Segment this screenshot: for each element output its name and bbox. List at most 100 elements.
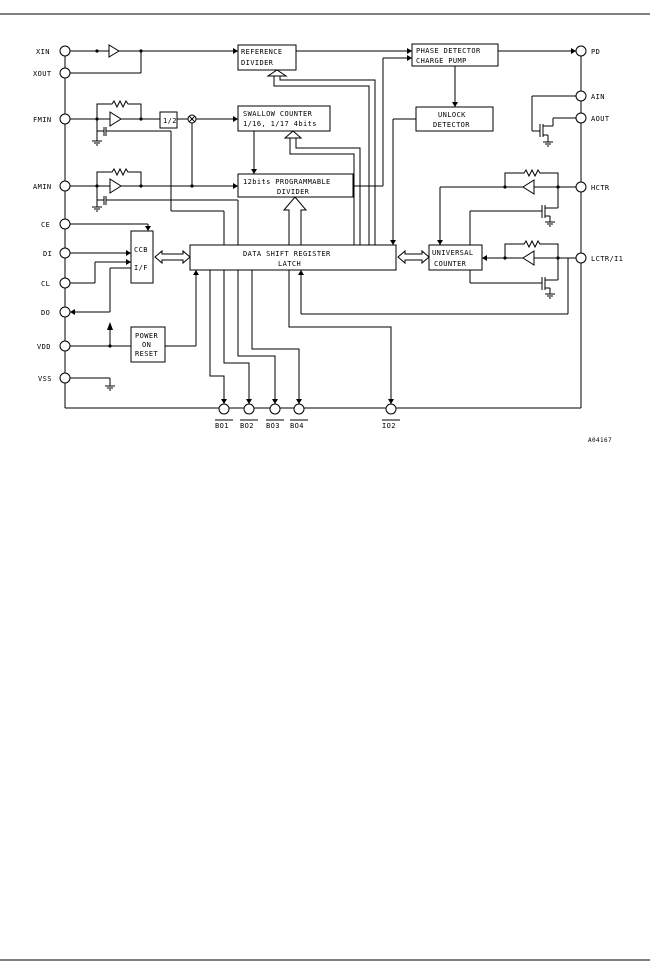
pin-label-amin: AMIN <box>33 183 51 191</box>
pin-hctr <box>575 181 587 193</box>
power-on-reset-box <box>130 326 166 363</box>
universal-counter-line1: UNIVERSAL <box>432 249 474 257</box>
pin-label-ce: CE <box>41 221 50 229</box>
pin-label-di: DI <box>43 250 52 258</box>
hctr-amplifier-icon <box>522 179 535 195</box>
ccb-register-bus <box>154 249 191 265</box>
pin-label-vss: VSS <box>38 375 52 383</box>
fmin-amplifier-icon <box>109 111 122 127</box>
output-wiring <box>209 270 394 404</box>
phase-to-unlock <box>452 66 458 107</box>
pin-label-xin: XIN <box>36 48 50 56</box>
pin-bo3 <box>269 403 281 415</box>
universal-counter-line2: COUNTER <box>434 260 467 268</box>
ccb-if-line1: CCB <box>134 246 148 254</box>
unlock-to-register <box>390 118 416 245</box>
bus-to-divider <box>282 196 308 245</box>
lctr-feedback-resistor-icon <box>504 239 559 258</box>
swallow-counter-line2: 1/16, 1/17 4bits <box>243 120 317 128</box>
pin-label-pd: PD <box>591 48 600 56</box>
reference-divider-line2: DIVIDER <box>241 59 274 67</box>
prescaler-box <box>159 111 178 129</box>
pin-ain <box>575 90 587 102</box>
power-on-reset-wiring <box>70 270 199 348</box>
programmable-divider-line1: 12bits PROGRAMMABLE <box>243 178 331 186</box>
pin-pd <box>575 45 587 57</box>
pin-ce <box>59 218 71 230</box>
pin-label-bo4: BO4 <box>290 422 304 430</box>
ref-to-phase <box>296 48 412 54</box>
hctr-input-stage <box>437 168 576 245</box>
crystal-oscillator <box>70 44 238 74</box>
pin-di <box>59 247 71 259</box>
bus-to-swallow <box>283 130 361 245</box>
swallow-counter-box <box>237 105 331 132</box>
pin-label-ain: AIN <box>591 93 605 101</box>
reference-divider-box <box>237 44 297 71</box>
pin-vdd <box>59 340 71 352</box>
shift-register-box <box>189 244 397 271</box>
fmin-feedback-resistor-icon <box>96 99 142 119</box>
fmin-input-stage <box>70 99 171 146</box>
pin-label-aout: AOUT <box>591 115 610 123</box>
universal-counter-box <box>428 244 483 271</box>
pin-label-bo2: BO2 <box>240 422 254 430</box>
pin-fmin <box>59 113 71 125</box>
pin-bo2 <box>243 403 255 415</box>
power-on-reset-line2: ON <box>142 341 151 349</box>
pin-label-do: DO <box>41 309 50 317</box>
phase-detector-line1: PHASE DETECTOR <box>416 47 481 55</box>
reference-divider-line1: REFERENCE <box>241 48 283 56</box>
figure-code: A04167 <box>588 437 612 444</box>
ccb-if-box <box>130 230 154 284</box>
unlock-detector-line1: UNLOCK <box>438 111 466 119</box>
pin-io2 <box>385 403 397 415</box>
power-on-reset-line1: POWER <box>135 332 158 340</box>
hctr-feedback-resistor-icon <box>504 168 559 187</box>
pin-label-cl: CL <box>41 280 50 288</box>
unlock-detector-line2: DETECTOR <box>433 121 470 129</box>
bottom-pin-labels: BO1 BO2 BO3 BO4 IO2 <box>215 419 400 430</box>
pin-bo1 <box>218 403 230 415</box>
pin-label-io2: IO2 <box>382 422 396 430</box>
pin-label-xout: XOUT <box>33 70 52 78</box>
register-counter-bus <box>397 249 430 265</box>
amin-amplifier-icon <box>109 178 122 194</box>
amin-input-stage <box>70 167 239 245</box>
pin-label-vdd: VDD <box>37 343 51 351</box>
pin-cl <box>59 277 71 289</box>
pin-do <box>59 306 71 318</box>
amin-feedback-resistor-icon <box>96 167 142 186</box>
power-on-reset-line3: RESET <box>135 350 158 358</box>
serial-interface-wiring <box>70 223 151 315</box>
pin-amin <box>59 180 71 192</box>
phase-to-pd <box>498 48 576 54</box>
phase-detector-line2: CHARGE PUMP <box>416 57 467 65</box>
lctr-amplifier-icon <box>522 250 535 266</box>
pin-bo4 <box>293 403 305 415</box>
programmable-divider-line2: DIVIDER <box>277 188 310 196</box>
shift-register-line1: DATA SHIFT REGISTER <box>243 250 331 258</box>
pin-label-lctr: LCTR/I1 <box>591 255 623 263</box>
selector <box>177 114 238 188</box>
ccb-if-line2: I/F <box>134 264 148 272</box>
lctr-input-stage <box>298 239 576 315</box>
pin-label-hctr: HCTR <box>591 184 610 192</box>
xin-amplifier-icon <box>108 44 120 58</box>
pin-lctr <box>575 252 587 264</box>
unlock-detector-box <box>415 106 494 132</box>
pin-xin <box>59 45 71 57</box>
bus-to-reference <box>266 69 376 245</box>
pin-label-fmin: FMIN <box>33 116 51 124</box>
shift-register-line2: LATCH <box>278 260 301 268</box>
pin-label-bo1: BO1 <box>215 422 229 430</box>
divider-to-phase <box>353 55 412 187</box>
pin-vss <box>59 372 71 384</box>
pin-aout <box>575 112 587 124</box>
power-arrow-icon <box>107 322 113 330</box>
swallow-counter-line1: SWALLOW COUNTER <box>243 110 313 118</box>
vss-ground <box>70 377 115 391</box>
fmin-switch-control <box>170 131 225 245</box>
swallow-to-divider <box>251 131 257 174</box>
